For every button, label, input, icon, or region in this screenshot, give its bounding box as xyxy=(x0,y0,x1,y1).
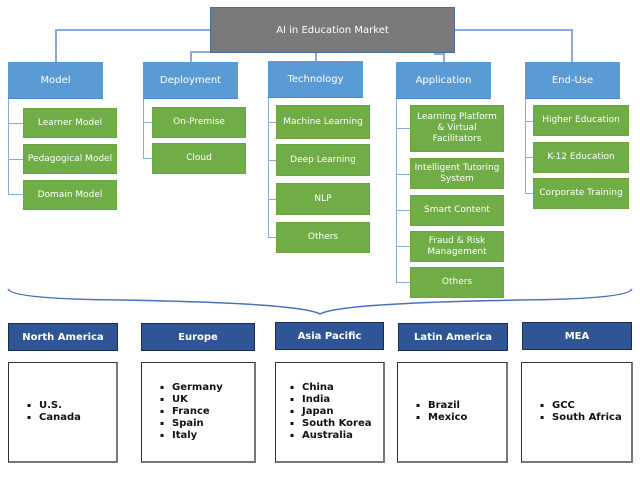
connector-application-h xyxy=(434,53,445,55)
tree-branch xyxy=(143,158,153,159)
country-list: GCC South Africa xyxy=(522,400,622,424)
leaf-corporate-training: Corporate Training xyxy=(533,178,629,209)
connector-root-right xyxy=(455,29,573,31)
tree-line-deployment xyxy=(143,99,144,159)
leaf-intelligent-tutoring: Intelligent Tutoring System xyxy=(410,158,504,189)
leaf-learner-model: Learner Model xyxy=(23,108,117,138)
leaf-higher-education: Higher Education xyxy=(533,105,629,136)
leaf-learning-platform: Learning Platform & Virtual Facilitators xyxy=(410,105,504,152)
country-item: Spain xyxy=(160,418,223,430)
country-item: U.S. xyxy=(27,400,81,412)
leaf-technology-others: Others xyxy=(276,222,370,253)
root-title: AI in Education Market xyxy=(276,24,389,36)
segment-label: Application xyxy=(415,74,472,86)
region-latin-america: Latin America xyxy=(398,323,508,351)
tree-line-application xyxy=(396,99,397,283)
tree-branch xyxy=(8,194,23,195)
segment-label: Technology xyxy=(287,73,344,85)
country-item: Japan xyxy=(290,406,371,418)
leaf-domain-model: Domain Model xyxy=(23,180,117,210)
country-list: China India Japan South Korea Australia xyxy=(276,382,371,442)
countries-europe: Germany UK France Spain Italy xyxy=(141,362,256,463)
segment-label: Deployment xyxy=(159,74,222,86)
tree-branch xyxy=(396,174,410,175)
country-item: South Korea xyxy=(290,418,371,430)
connector-deployment-v xyxy=(190,51,192,62)
connector-root-left xyxy=(55,29,211,31)
country-item: Canada xyxy=(27,412,81,424)
country-list: Brazil Mexico xyxy=(398,400,467,424)
tree-branch xyxy=(396,282,410,283)
country-item: UK xyxy=(160,394,223,406)
connector-model xyxy=(55,29,57,62)
tree-branch xyxy=(268,160,276,161)
leaf-pedagogical-model: Pedagogical Model xyxy=(23,144,117,174)
country-item: GCC xyxy=(540,400,622,412)
tree-branch xyxy=(396,210,410,211)
tree-branch xyxy=(268,237,276,238)
region-asia-pacific: Asia Pacific xyxy=(275,322,384,350)
tree-line-end-use xyxy=(525,99,526,193)
countries-asia-pacific: China India Japan South Korea Australia xyxy=(275,362,385,463)
connector-application xyxy=(443,53,445,62)
segment-label: Model xyxy=(40,74,71,86)
connector-technology xyxy=(315,52,317,62)
brace-path xyxy=(7,288,633,315)
country-item: Mexico xyxy=(416,412,467,424)
country-item: Brazil xyxy=(416,400,467,412)
countries-latin-america: Brazil Mexico xyxy=(397,362,508,463)
countries-north-america: U.S. Canada xyxy=(8,362,118,463)
segment-end-use: End-Use xyxy=(525,62,620,99)
leaf-deep-learning: Deep Learning xyxy=(276,144,370,176)
tree-branch xyxy=(396,128,410,129)
country-item: France xyxy=(160,406,223,418)
tree-branch xyxy=(8,159,23,160)
segment-label: End-Use xyxy=(551,74,594,86)
country-list: U.S. Canada xyxy=(9,400,81,424)
country-item: Germany xyxy=(160,382,223,394)
leaf-fraud-risk: Fraud & Risk Management xyxy=(410,231,504,262)
tree-branch xyxy=(8,123,23,124)
country-item: Italy xyxy=(160,430,223,442)
tree-branch xyxy=(268,122,276,123)
tree-branch xyxy=(525,193,534,194)
leaf-k12-education: K-12 Education xyxy=(533,142,629,173)
segment-application: Application xyxy=(396,62,491,99)
leaf-cloud: Cloud xyxy=(152,143,246,174)
region-mea: MEA xyxy=(522,322,632,350)
curly-brace xyxy=(7,288,633,315)
tree-branch xyxy=(525,157,534,158)
tree-branch xyxy=(268,199,276,200)
country-list: Germany UK France Spain Italy xyxy=(142,382,223,442)
segment-deployment: Deployment xyxy=(143,62,238,99)
tree-branch xyxy=(525,121,534,122)
connector-enduse xyxy=(571,29,573,62)
leaf-application-others: Others xyxy=(410,267,504,298)
leaf-nlp: NLP xyxy=(276,183,370,215)
country-item: Australia xyxy=(290,430,371,442)
leaf-smart-content: Smart Content xyxy=(410,195,504,226)
segment-technology: Technology xyxy=(268,61,363,98)
countries-mea: GCC South Africa xyxy=(521,362,633,463)
root-node: AI in Education Market xyxy=(210,7,455,53)
region-europe: Europe xyxy=(141,323,255,351)
tree-line-technology xyxy=(268,98,269,238)
tree-branch xyxy=(396,246,410,247)
connector-deployment xyxy=(190,51,212,53)
country-item: China xyxy=(290,382,371,394)
tree-line-model xyxy=(8,99,9,195)
country-item: India xyxy=(290,394,371,406)
leaf-machine-learning: Machine Learning xyxy=(276,105,370,139)
segment-model: Model xyxy=(8,62,103,99)
region-north-america: North America xyxy=(8,323,118,351)
leaf-on-premise: On-Premise xyxy=(152,107,246,138)
country-item: South Africa xyxy=(540,412,622,424)
tree-branch xyxy=(143,122,153,123)
